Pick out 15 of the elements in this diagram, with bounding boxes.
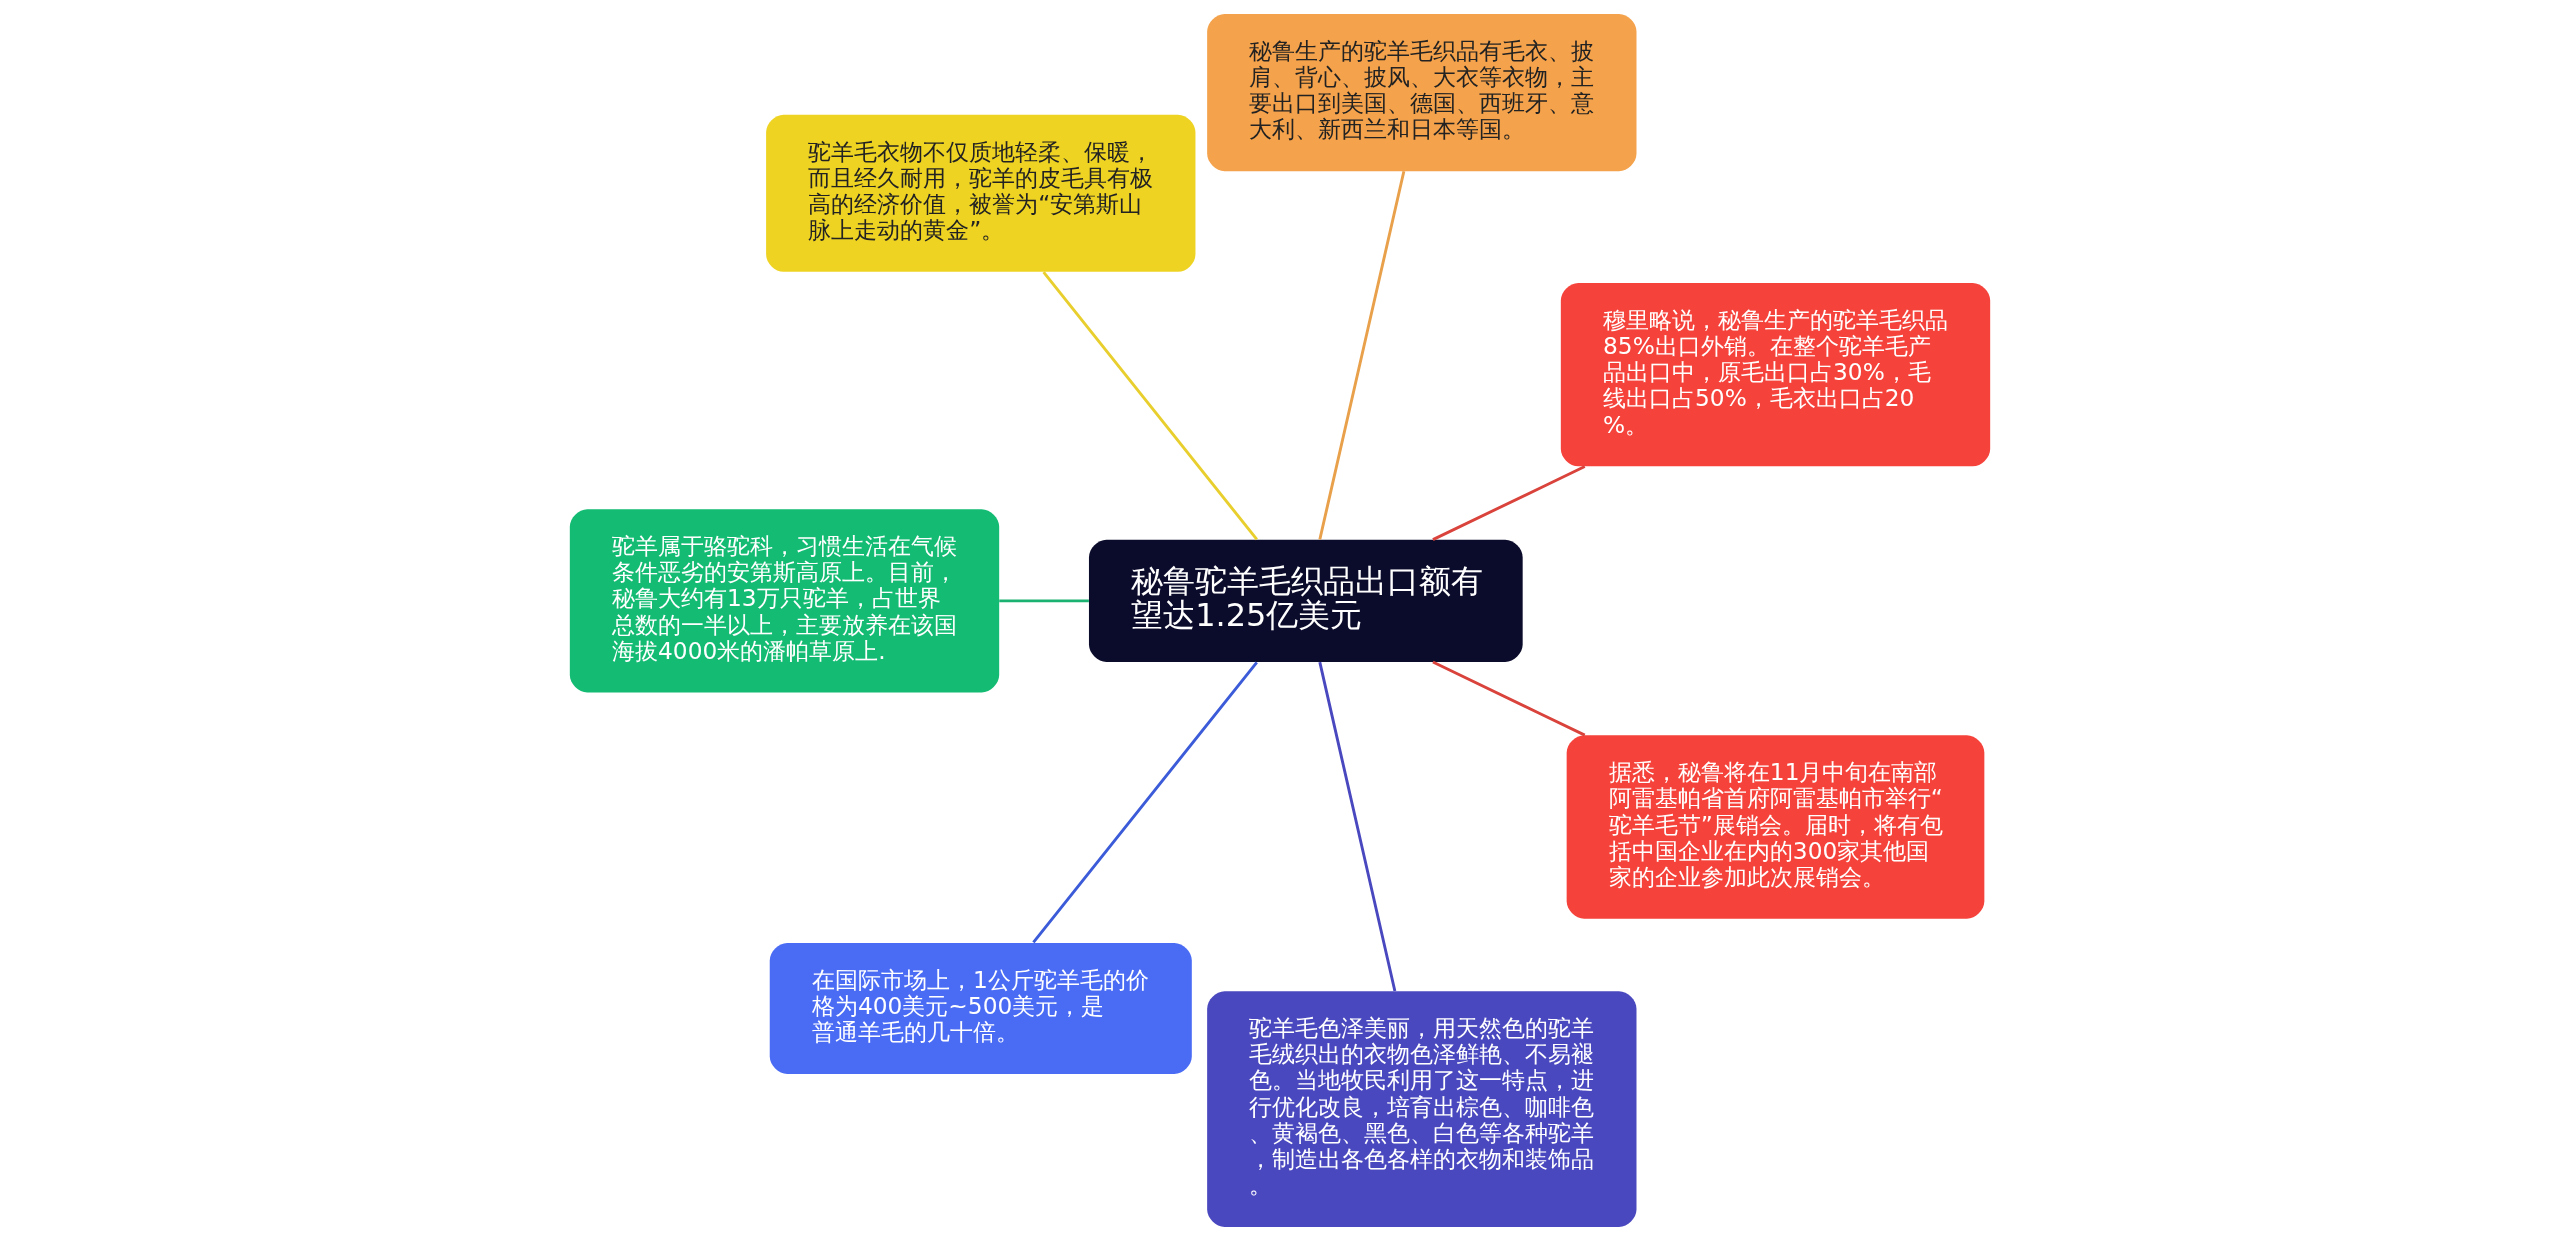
connector [1432,660,1586,737]
node-box: 驼羊毛衣物不仅质地轻柔、保暖，而且经久耐用，驼羊的皮毛具有极高的经济价值，被誉为“安第斯山脉上走动的黄金”。 [766,114,1196,272]
node-box: 穆里略说，秘鲁生产的驼羊毛织品85%出口外销。在整个驼羊毛产品出口中，原毛出口占30%，毛线出口占50%，毛衣出口占20%。 [1560,282,1991,467]
node-box: 秘鲁驼羊毛织品出口额有望达1.25亿美元 [1088,539,1523,662]
connector [1042,271,1258,541]
node-box: 驼羊毛色泽美丽，用天然色的驼羊毛绒织出的衣物色泽鲜艳、不易褪色。当地牧民利用了这一特点，进行优化改良，培育出棕色、咖啡色、黄褐色、黑色、白色等各种驼羊，制造出各色各样的衣物和装饰品。 [1207,991,1637,1227]
connector [1318,170,1406,540]
connector [1432,465,1586,541]
connector [1032,661,1258,944]
connector [999,599,1089,603]
node-box: 在国际市场上，1公斤驼羊毛的价格为400美元~500美元，是普通羊毛的几十倍。 [769,942,1192,1074]
node-box: 据悉，秘鲁将在11月中旬在南部阿雷基帕省首府阿雷基帕市举行“驼羊毛节”展销会。届时，将有包括中国企业在内的300家其他国家的企业参加此次展销会。 [1566,735,1985,919]
connector [1318,661,1397,992]
node-box: 驼羊属于骆驼科，习惯生活在气候条件恶劣的安第斯高原上。目前，秘鲁大约有13万只驼羊，占世界总数的一半以上，主要放养在该国海拔4000米的潘帕草原上. [569,509,1000,693]
node-box: 秘鲁生产的驼羊毛织品有毛衣、披肩、背心、披风、大衣等衣物，主要出口到美国、德国、西班牙、意大利、新西兰和日本等国。 [1207,14,1637,172]
